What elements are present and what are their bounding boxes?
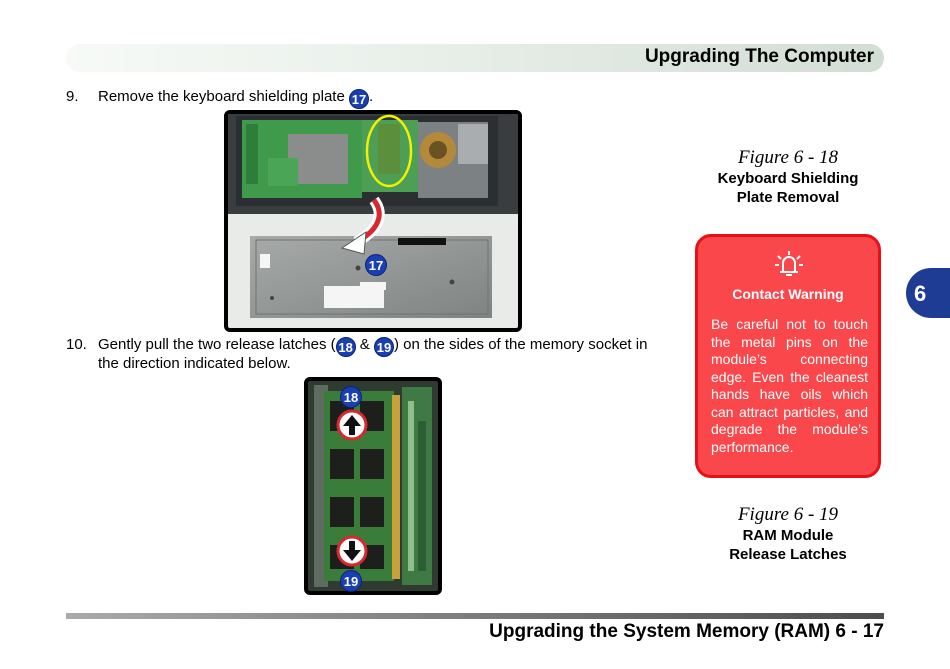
step-text-end: . [369,88,374,105]
chapter-tab: 6 [906,268,950,318]
callout-18: 18 [335,337,356,357]
callout-17: 17 [349,89,369,109]
figure-subtitle-line1: Keyboard Shielding [717,170,859,187]
step-10: 10. Gently pull the two release latches … [66,335,686,375]
step-text: Remove the keyboard shielding plate [98,88,349,105]
ram-module-illustration [308,381,438,591]
step-text-c: ) on the sides of the memory socket in [393,336,648,353]
step-text-b: & [355,336,374,353]
ram-module-photo [304,377,442,595]
step-text-line2: the direction indicated below. [98,355,291,372]
footer-divider [66,613,884,619]
figure-title: Figure 6 - 19 [737,504,839,525]
figure-subtitle-line2: Plate Removal [736,189,840,206]
callout-18-photo: 18 [340,386,362,408]
warning-body: Be careful not to touch the metal pins o… [711,316,868,455]
contact-warning-box: Contact Warning Be careful not to touch … [695,234,881,478]
step-number: 10. [66,336,87,353]
alarm-bell-icon [775,251,803,276]
figure-title: Figure 6 - 18 [737,147,839,168]
step-9: 9. Remove the keyboard shielding plate 1… [66,87,666,109]
callout-19-photo: 19 [340,570,362,592]
header-bar: Upgrading The Computer [66,44,884,72]
figure-subtitle-line2: Release Latches [729,546,847,563]
callout-17-photo: 17 [365,254,387,276]
figure-caption-6-18: Figure 6 - 18 Keyboard Shielding Plate R… [688,147,888,207]
footer-page-label: Upgrading the System Memory (RAM) 6 - 17 [489,621,884,642]
page-header-title: Upgrading The Computer [644,46,874,67]
step-number: 9. [66,88,79,105]
shielding-plate-illustration [228,114,518,328]
warning-title: Contact Warning [732,286,844,302]
step-text-a: Gently pull the two release latches ( [98,336,336,353]
figure-subtitle-line1: RAM Module [742,527,834,544]
chapter-number: 6 [914,281,927,306]
keyboard-shielding-photo [224,110,522,332]
figure-caption-6-19: Figure 6 - 19 RAM Module Release Latches [688,504,888,564]
callout-19: 19 [373,337,394,357]
